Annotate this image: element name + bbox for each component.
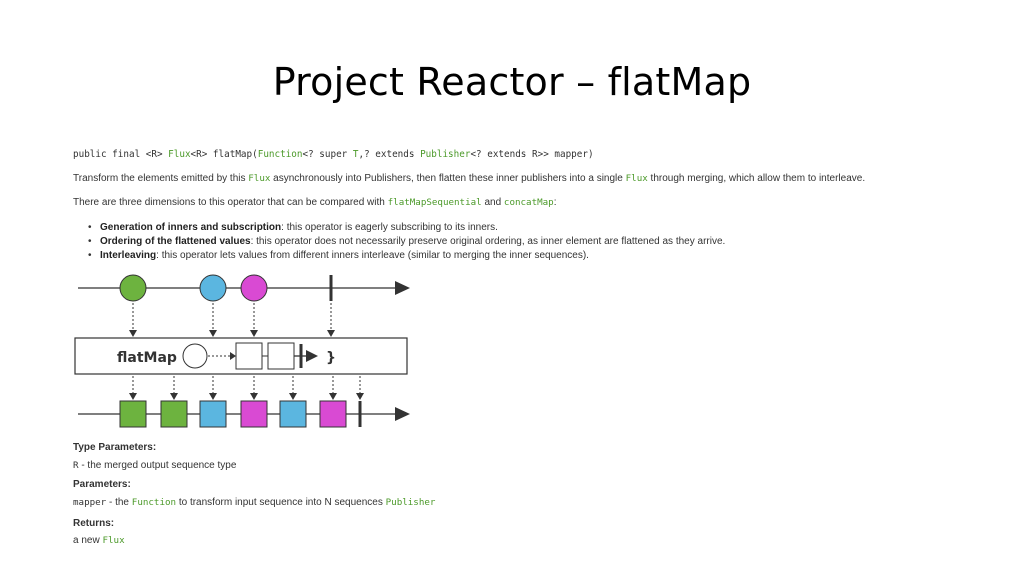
- code-link[interactable]: Flux: [625, 173, 648, 184]
- sig-part: <? extends R>> mapper): [470, 149, 594, 160]
- code-link[interactable]: concatMap: [503, 197, 554, 208]
- output-arrowheads: [129, 393, 364, 400]
- input-arrows: [132, 303, 332, 332]
- description: Transform the elements emitted by this F…: [73, 173, 866, 184]
- sig-type-link[interactable]: Function: [257, 149, 303, 160]
- inner-square-placeholder: [267, 342, 295, 370]
- input-marble-magenta: [240, 274, 268, 302]
- type-params-desc: R - the merged output sequence type: [73, 460, 237, 471]
- operator-label: flatMap {: [117, 350, 192, 366]
- operator-close: }: [326, 350, 336, 366]
- code-link[interactable]: Flux: [248, 173, 271, 184]
- dimensions-list: Generation of inners and subscription: t…: [88, 221, 725, 263]
- sig-part: ,? extends: [358, 149, 421, 160]
- sig-part: <? super: [302, 149, 353, 160]
- output-arrows: [132, 376, 361, 395]
- inner-square-placeholder: [235, 342, 263, 370]
- output-square-blue: [199, 400, 227, 428]
- code-link[interactable]: Function: [131, 497, 177, 508]
- sig-part: <R> flatMap(: [190, 149, 258, 160]
- slide-title: Project Reactor – flatMap: [272, 60, 752, 104]
- code-link[interactable]: Publisher: [385, 497, 436, 508]
- list-item: Generation of inners and subscription: t…: [88, 221, 725, 235]
- code-link[interactable]: flatMapSequential: [387, 197, 482, 208]
- dimensions-intro: There are three dimensions to this opera…: [73, 197, 557, 208]
- output-square-green: [160, 400, 188, 428]
- sig-type-link[interactable]: Flux: [168, 149, 191, 160]
- params-desc: mapper - the Function to transform input…: [73, 497, 436, 508]
- output-square-green: [119, 400, 147, 428]
- params-header: Parameters:: [73, 479, 131, 490]
- output-square-blue: [279, 400, 307, 428]
- list-item: Interleaving: this operator lets values …: [88, 249, 725, 263]
- input-marble-blue: [199, 274, 227, 302]
- input-marble-green: [119, 274, 147, 302]
- sig-part: public final <R>: [73, 149, 169, 160]
- inner-marble-placeholder: [182, 343, 208, 369]
- code-link[interactable]: Flux: [102, 535, 125, 546]
- flatmap-marble-diagram: flatMap { }: [74, 274, 410, 428]
- input-arrowheads: [129, 330, 335, 337]
- timeline-arrow-icon: [395, 281, 410, 295]
- list-item: Ordering of the flattened values: this o…: [88, 235, 725, 249]
- output-square-magenta: [319, 400, 347, 428]
- method-signature: public final <R> Flux<R> flatMap(Functio…: [73, 149, 594, 160]
- returns-header: Returns:: [73, 518, 115, 529]
- sig-type-link[interactable]: T: [352, 149, 359, 160]
- timeline-arrow-icon: [395, 407, 410, 421]
- type-params-header: Type Parameters:: [73, 442, 157, 453]
- sig-type-link[interactable]: Publisher: [420, 149, 471, 160]
- returns-desc: a new Flux: [73, 535, 125, 546]
- output-square-magenta: [240, 400, 268, 428]
